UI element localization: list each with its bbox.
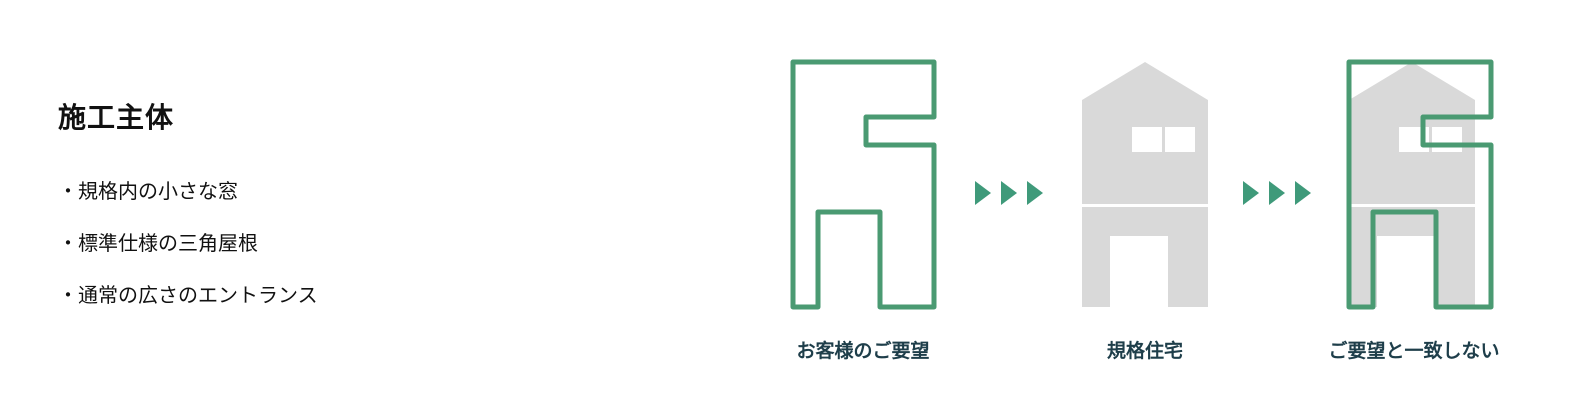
overlay-house-icon [1346, 59, 1494, 310]
section-heading: 施工主体 [58, 101, 175, 134]
bullet-list: ・規格内の小さな窓 ・標準仕様の三角屋根 ・通常の広さのエントランス [58, 176, 318, 332]
bullet-item: ・通常の広さのエントランス [58, 283, 318, 307]
outline-house-icon [790, 59, 937, 310]
gray-house-icon [1082, 62, 1208, 307]
caption-mismatch: ご要望と一致しない [1328, 339, 1499, 362]
arrow-triangles-icon [1243, 181, 1311, 205]
bullet-item: ・標準仕様の三角屋根 [58, 231, 258, 255]
caption-standard-house: 規格住宅 [1107, 339, 1183, 362]
caption-customer-request: お客様のご要望 [796, 339, 929, 362]
arrow-triangles-icon [975, 181, 1043, 205]
bullet-item: ・規格内の小さな窓 [58, 179, 238, 203]
